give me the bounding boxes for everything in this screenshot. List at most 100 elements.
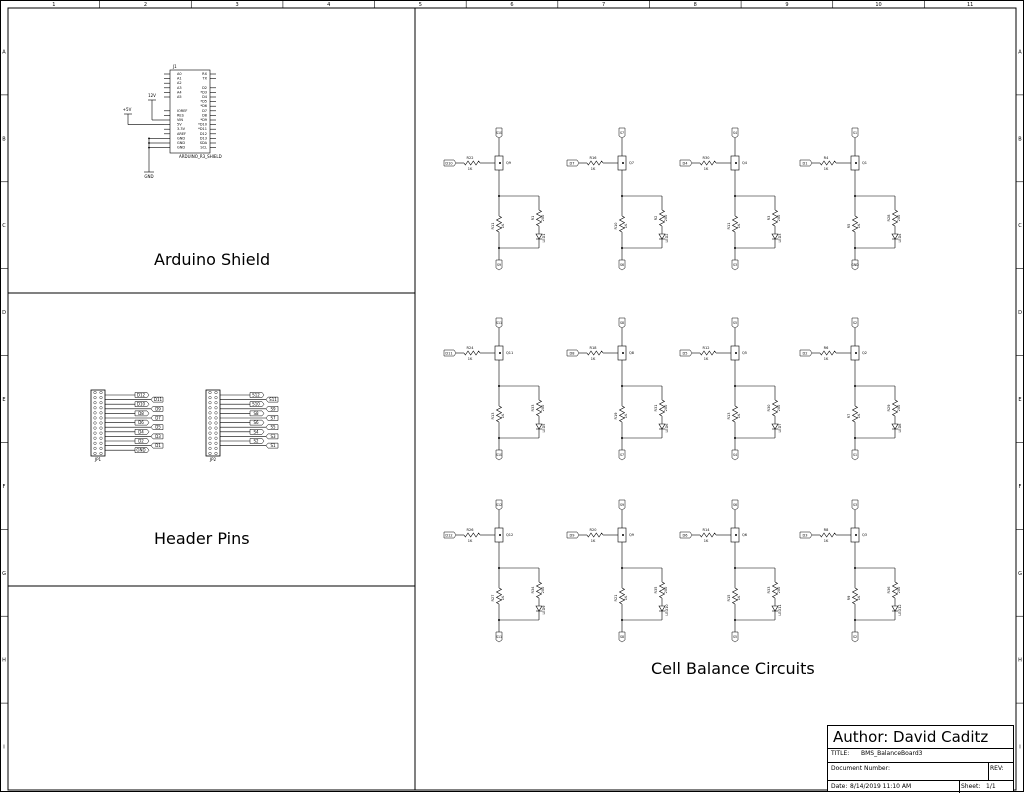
cell-r-load	[771, 209, 779, 227]
header-pin	[93, 421, 97, 425]
vcc-label: +5V	[123, 107, 132, 112]
title-block: Author: David Caditz TITLE: BMS_BalanceB…	[827, 725, 1014, 793]
arduino-pin-label-right: *D10	[198, 123, 207, 127]
arduino-pin-label-right: SDA	[200, 141, 208, 145]
net-flag-label: S1	[270, 443, 276, 448]
header-pin	[93, 401, 97, 405]
cell-r-load	[535, 209, 543, 227]
cell-q-label: Q9	[629, 533, 634, 537]
arduino-pin-label-right: *D9	[200, 118, 207, 122]
section-title-arduino: Arduino Shield	[154, 250, 271, 269]
cell-ctrl-flag	[679, 349, 693, 357]
cell-rin-value: 1K	[591, 357, 596, 361]
cell-rl-value: 200	[664, 405, 668, 412]
arduino-pin-label-left: A2	[177, 81, 182, 85]
cell-top-flag-label: S9	[620, 503, 624, 507]
cell-r-pull	[731, 405, 739, 423]
cell-ctrl-flag	[679, 531, 693, 539]
cell-transistor-dot	[622, 534, 624, 536]
cell-r-pull	[851, 587, 859, 605]
arduino-pin-label-left: A5	[177, 95, 182, 99]
arduino-pin-label-left: RES	[177, 113, 185, 117]
net-flag	[150, 442, 164, 449]
cell-led-icon	[658, 605, 666, 612]
cell-rl-label: R1	[531, 216, 535, 221]
arduino-pin-label-right: *D6	[200, 104, 207, 108]
net-flag-label: S7	[270, 416, 276, 421]
cell-top-flag	[731, 499, 739, 511]
cell-bottom-flag-label: S3	[733, 263, 737, 267]
section-title-headers: Header Pins	[154, 529, 250, 548]
cell-rin-label: R16	[590, 156, 597, 160]
cell-q-label: Q9	[506, 161, 511, 165]
cell-r-input	[819, 532, 837, 538]
cell-rl-label: R34	[531, 586, 535, 594]
cell-rin-value: 1K	[824, 539, 829, 543]
cell-led-label: LED2	[665, 233, 669, 242]
cell-rin-value: 1K	[704, 167, 709, 171]
cell-bottom-flag	[851, 631, 859, 643]
cell-ctrl-flag	[799, 349, 813, 357]
cell-top-flag-label: S2	[853, 321, 857, 325]
cell-transistor-dot	[622, 162, 624, 164]
cell-r-input	[586, 160, 604, 166]
header-pin	[93, 431, 97, 435]
column-label: 10	[875, 2, 881, 8]
net-flag-label: S2	[253, 439, 259, 444]
cell-r-load	[658, 399, 666, 417]
cell-rl-value: 200	[541, 215, 545, 222]
jp2-body	[205, 389, 221, 457]
header-pin	[93, 411, 97, 415]
cell-led-icon	[658, 423, 666, 430]
arduino-pin-label-right: D12	[200, 132, 207, 136]
arduino-pin-label-left: A3	[177, 86, 182, 90]
net-flag-label: S9	[270, 406, 276, 411]
net-flag	[249, 419, 265, 426]
gnd-label: GND	[144, 174, 153, 179]
header-pin	[99, 431, 103, 435]
cell-rin-value: 1K	[704, 539, 709, 543]
cell-ctrl-flag	[566, 531, 580, 539]
cell-rp-value: 1K	[857, 595, 861, 600]
cell-led-label: LED5	[542, 423, 546, 432]
cell-ctrl-label: D3	[803, 534, 808, 538]
cell-rin-value: 1K	[468, 539, 473, 543]
header-pin	[214, 396, 218, 400]
header-pin	[208, 441, 212, 445]
cell-q-label: Q1	[862, 161, 867, 165]
net-flag-label: S4	[253, 429, 259, 434]
cell-led-icon	[891, 423, 899, 430]
cell-led-label: LED12	[898, 604, 902, 615]
net-flag-label: GND	[136, 448, 145, 453]
cell-led-icon	[658, 233, 666, 240]
column-label: 4	[327, 2, 330, 8]
column-label: 3	[235, 2, 238, 8]
cell-rp-label: R13	[491, 413, 495, 420]
header-pin	[214, 426, 218, 430]
header-pin	[214, 441, 218, 445]
header-pin	[214, 401, 218, 405]
row-label-left: B	[2, 136, 6, 142]
net-flag-label: S3	[270, 434, 276, 439]
header-pin	[214, 406, 218, 410]
cell-bottom-flag-label: GND	[851, 263, 859, 267]
cell-rin-value: 1K	[704, 357, 709, 361]
net-flag	[265, 433, 279, 440]
arduino-pin-label-right: SCL	[200, 146, 207, 150]
cell-ctrl-label: D11	[445, 352, 452, 356]
cell-rin-label: R20	[590, 528, 597, 532]
header-pin	[214, 411, 218, 415]
cell-bottom-flag	[731, 631, 739, 643]
header-pin	[214, 421, 218, 425]
cell-rp-label: R11	[491, 223, 495, 230]
cell-rl-label: R36	[887, 587, 891, 594]
header-pin	[208, 416, 212, 420]
zone-dividers	[8, 8, 416, 790]
cell-r-input	[699, 350, 717, 356]
column-label: 8	[694, 2, 697, 8]
header-pin	[208, 406, 212, 410]
arduino-shield-symbol: J1ARDUINO_R3_SHIELDA0A1A2A3A4A5IOREFRESV…	[123, 64, 222, 179]
arduino-pin-label-right: D4	[202, 95, 208, 99]
cell-bottom-flag-label: S11	[496, 635, 502, 639]
